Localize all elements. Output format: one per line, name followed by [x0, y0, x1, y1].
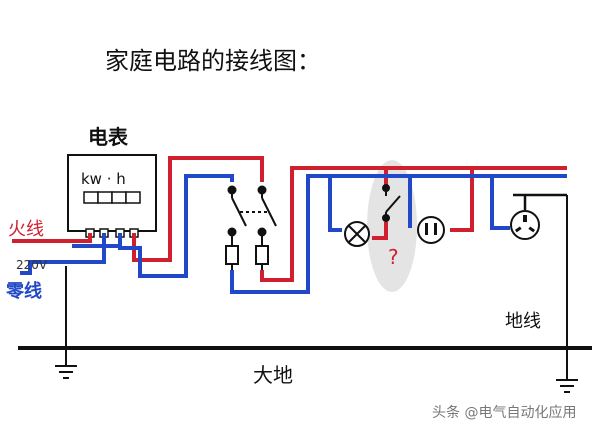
lamp-switch [382, 184, 401, 222]
voltage-label: 220V [16, 258, 48, 272]
two-pin-socket-icon [417, 216, 445, 244]
right-ground-symbol [556, 195, 578, 393]
meter-counter [83, 191, 141, 204]
meter-label: 电表 [88, 125, 129, 149]
meter-face-text: kw · h [81, 170, 126, 188]
watermark: 头条 @电气自动化应用 [432, 404, 576, 421]
electric-meter: kw · h [67, 154, 157, 238]
neutral-wire [20, 174, 567, 294]
lamp-icon [344, 221, 370, 247]
main-switch [225, 185, 277, 270]
three-pin-socket-icon [510, 210, 540, 240]
neutral-wire-label: 零线 [5, 280, 42, 302]
unknown-mark: ? [388, 245, 399, 269]
left-ground-symbol [55, 266, 77, 379]
live-wire-label: 火线 [8, 219, 44, 240]
diagram-title: 家庭电路的接线图： [105, 47, 321, 75]
ground-wire-label: 地线 [505, 311, 541, 332]
earth-label: 大地 [253, 363, 293, 387]
switch-highlight [367, 160, 417, 292]
ground-wire [513, 193, 567, 210]
